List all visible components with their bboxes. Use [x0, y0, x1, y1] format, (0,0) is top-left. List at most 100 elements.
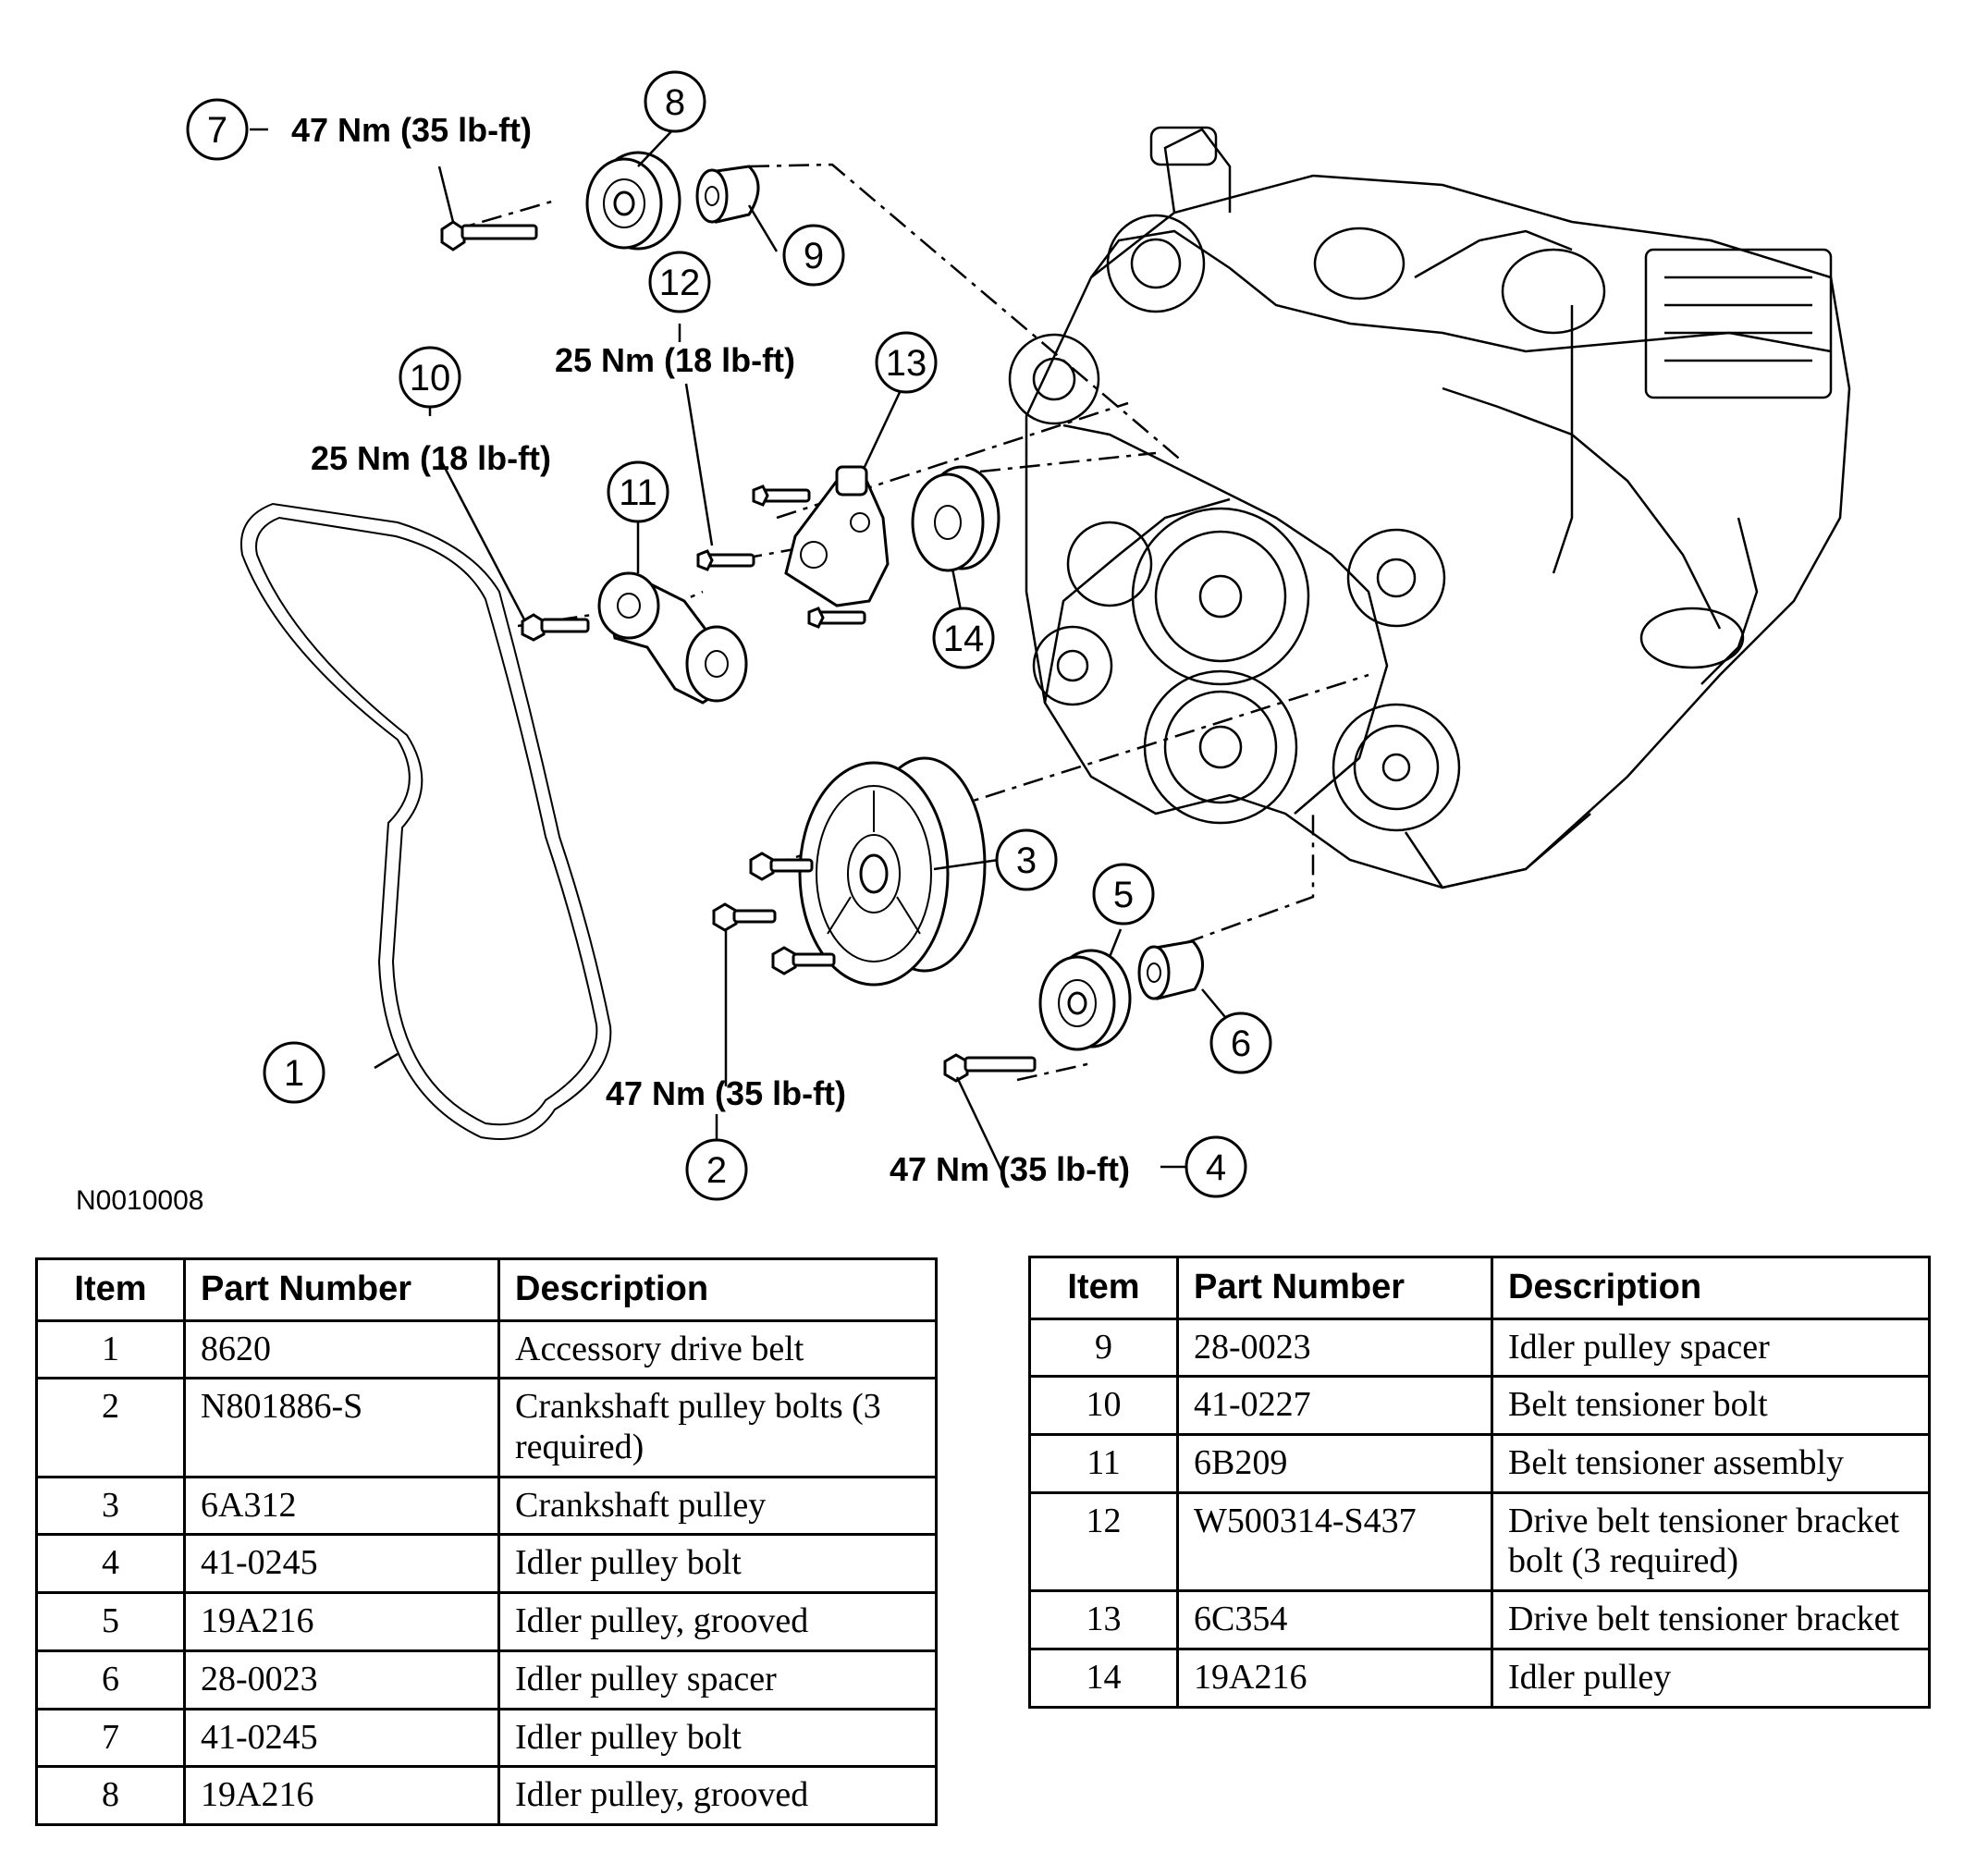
upper-idler-spacer — [695, 165, 760, 224]
cell-description: Idler pulley bolt — [497, 1707, 938, 1769]
cell-item: 13 — [1028, 1589, 1179, 1650]
cell-item: 1 — [35, 1318, 186, 1380]
header-item: Item — [1028, 1256, 1179, 1320]
svg-text:2: 2 — [706, 1150, 727, 1191]
cell-description: Belt tensioner assembly — [1491, 1433, 1931, 1494]
lower-idler-bolt — [943, 1053, 1037, 1083]
cell-part-number: 41-0227 — [1176, 1375, 1493, 1437]
cell-description: Drive belt tensioner bracket — [1491, 1589, 1931, 1650]
header-item: Item — [35, 1257, 186, 1322]
svg-text:5: 5 — [1113, 875, 1134, 915]
cell-part-number: N801886-S — [183, 1377, 500, 1478]
cell-part-number: 19A216 — [183, 1765, 500, 1826]
svg-text:1: 1 — [284, 1053, 304, 1094]
callout-13: 13 — [875, 331, 938, 394]
cell-item: 10 — [1028, 1375, 1179, 1437]
callout-14: 14 — [932, 607, 995, 669]
cell-item: 3 — [35, 1475, 186, 1537]
leader-lines — [250, 127, 1226, 1175]
svg-text:9: 9 — [804, 236, 824, 276]
cell-item: 6 — [35, 1649, 186, 1710]
cell-description: Idler pulley, grooved — [497, 1765, 938, 1826]
cell-part-number: 6C354 — [1176, 1589, 1493, 1650]
belt-tensioner-assembly — [597, 571, 748, 705]
callout-2: 2 — [685, 1138, 748, 1201]
cell-description: Idler pulley bolt — [497, 1533, 938, 1595]
header-description: Description — [1491, 1256, 1931, 1320]
belt-tensioner-bolt — [521, 613, 590, 642]
header-part-number: Part Number — [1176, 1256, 1493, 1320]
cell-description: Idler pulley — [1491, 1647, 1931, 1709]
torque-label-12: 25 Nm (18 lb-ft) — [555, 341, 795, 379]
cell-part-number: 6A312 — [183, 1475, 500, 1537]
callout-10: 10 — [399, 346, 461, 409]
cell-part-number: W500314-S437 — [1176, 1490, 1493, 1593]
cell-item: 12 — [1028, 1490, 1179, 1593]
upper-idler-pulley-grooved — [585, 151, 681, 251]
cell-part-number: 41-0245 — [183, 1707, 500, 1769]
cell-item: 11 — [1028, 1433, 1179, 1494]
tensioner-bracket — [784, 465, 890, 607]
cell-item: 7 — [35, 1707, 186, 1769]
cell-description: Drive belt tensioner bracket bolt (3 req… — [1491, 1490, 1931, 1593]
table-header-row: Item Part Number Description — [35, 1257, 938, 1322]
cell-description: Belt tensioner bolt — [1491, 1375, 1931, 1437]
cell-part-number: 8620 — [183, 1318, 500, 1380]
torque-label-7: 47 Nm (35 lb-ft) — [291, 111, 532, 149]
cell-part-number: 28-0023 — [1176, 1317, 1493, 1379]
header-description: Description — [497, 1257, 938, 1322]
table-header-row: Item Part Number Description — [1028, 1256, 1931, 1320]
callout-6: 6 — [1209, 1012, 1272, 1074]
callout-11: 11 — [607, 460, 669, 523]
bracket-bolts — [696, 484, 866, 629]
callout-8: 8 — [644, 70, 706, 133]
figure-id: N0010008 — [76, 1185, 204, 1216]
callout-4: 4 — [1185, 1135, 1247, 1198]
torque-label-2: 47 Nm (35 lb-ft) — [606, 1074, 846, 1112]
cell-item: 5 — [35, 1591, 186, 1652]
svg-text:13: 13 — [886, 343, 927, 384]
crankshaft-pulley-bolts — [712, 852, 836, 975]
torque-label-4: 47 Nm (35 lb-ft) — [890, 1150, 1130, 1188]
cell-part-number: 19A216 — [183, 1591, 500, 1652]
svg-text:8: 8 — [665, 82, 685, 123]
cell-part-number: 19A216 — [1176, 1647, 1493, 1709]
cell-part-number: 28-0023 — [183, 1649, 500, 1710]
svg-text:6: 6 — [1231, 1024, 1251, 1064]
svg-text:14: 14 — [943, 619, 985, 659]
callout-3: 3 — [995, 828, 1058, 891]
cell-description: Crankshaft pulley bolts (3 required) — [497, 1377, 938, 1478]
callout-5: 5 — [1092, 863, 1155, 926]
engine-assembly — [1008, 126, 1851, 889]
svg-text:4: 4 — [1206, 1147, 1226, 1188]
crankshaft-pulley — [798, 756, 987, 987]
cell-description: Idler pulley spacer — [497, 1649, 938, 1710]
cell-description: Idler pulley spacer — [1491, 1317, 1931, 1379]
callout-7: 7 — [186, 98, 249, 161]
cell-description: Crankshaft pulley — [497, 1475, 938, 1537]
exploded-view-diagram: 7 8 9 12 13 10 11 14 3 5 6 1 — [186, 70, 1851, 1201]
accessory-drive-belt — [240, 502, 612, 1140]
lower-idler-spacer — [1137, 939, 1204, 1000]
callout-9: 9 — [782, 224, 845, 287]
cell-part-number: 6B209 — [1176, 1433, 1493, 1494]
cell-part-number: 41-0245 — [183, 1533, 500, 1595]
cell-item: 8 — [35, 1765, 186, 1826]
lower-idler-pulley-grooved — [1038, 949, 1132, 1051]
cell-item: 9 — [1028, 1317, 1179, 1379]
header-part-number: Part Number — [183, 1257, 500, 1322]
cell-item: 2 — [35, 1377, 186, 1478]
